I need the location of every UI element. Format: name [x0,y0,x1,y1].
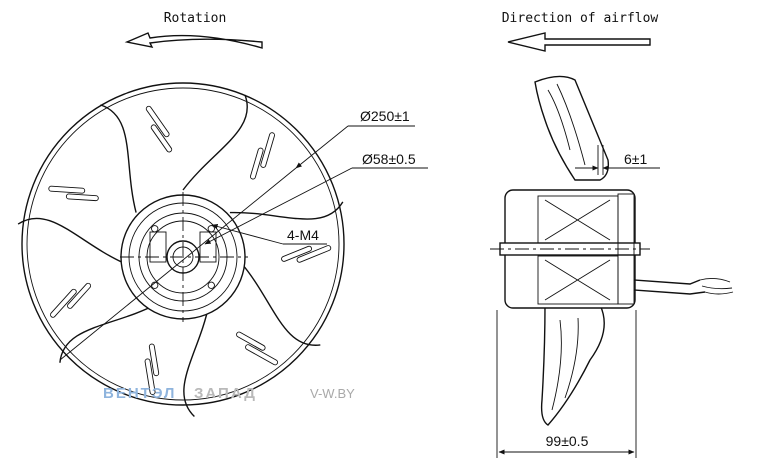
front-view: Ø250±1 Ø58±0.5 4-M4 [17,82,428,418]
fan-blade [17,217,125,318]
mount-hole [207,281,215,289]
fan-blade [240,245,332,346]
watermark-brand-part2: ЗАПАД [194,385,257,402]
brand-watermark: ВЕНТЭЛ ЗАПАД V-W.BY [103,385,355,402]
fan-blades [17,94,344,418]
fan-blade [183,303,279,418]
depth-dimension-label: 99±0.5 [546,433,589,449]
airflow-arrow-icon [507,32,651,52]
watermark-site: V-W.BY [310,386,355,401]
rotation-label: Rotation [164,11,227,26]
fan-blade [145,94,248,191]
outer-diameter-label: Ø250±1 [360,108,410,124]
side-view: 6±1 99±0.5 [490,75,734,458]
fan-blade [229,132,344,220]
hub-diameter-label: Ø58±0.5 [362,151,416,167]
mount-holes-label: 4-M4 [287,227,319,243]
fan-blade [48,104,137,213]
rotation-arrow-icon [124,32,263,49]
watermark-brand-part1: ВЕНТЭЛ [103,385,176,402]
fan-blade [59,303,160,395]
airflow-label: Direction of airflow [502,11,659,26]
offset-dimension-label: 6±1 [624,151,647,167]
